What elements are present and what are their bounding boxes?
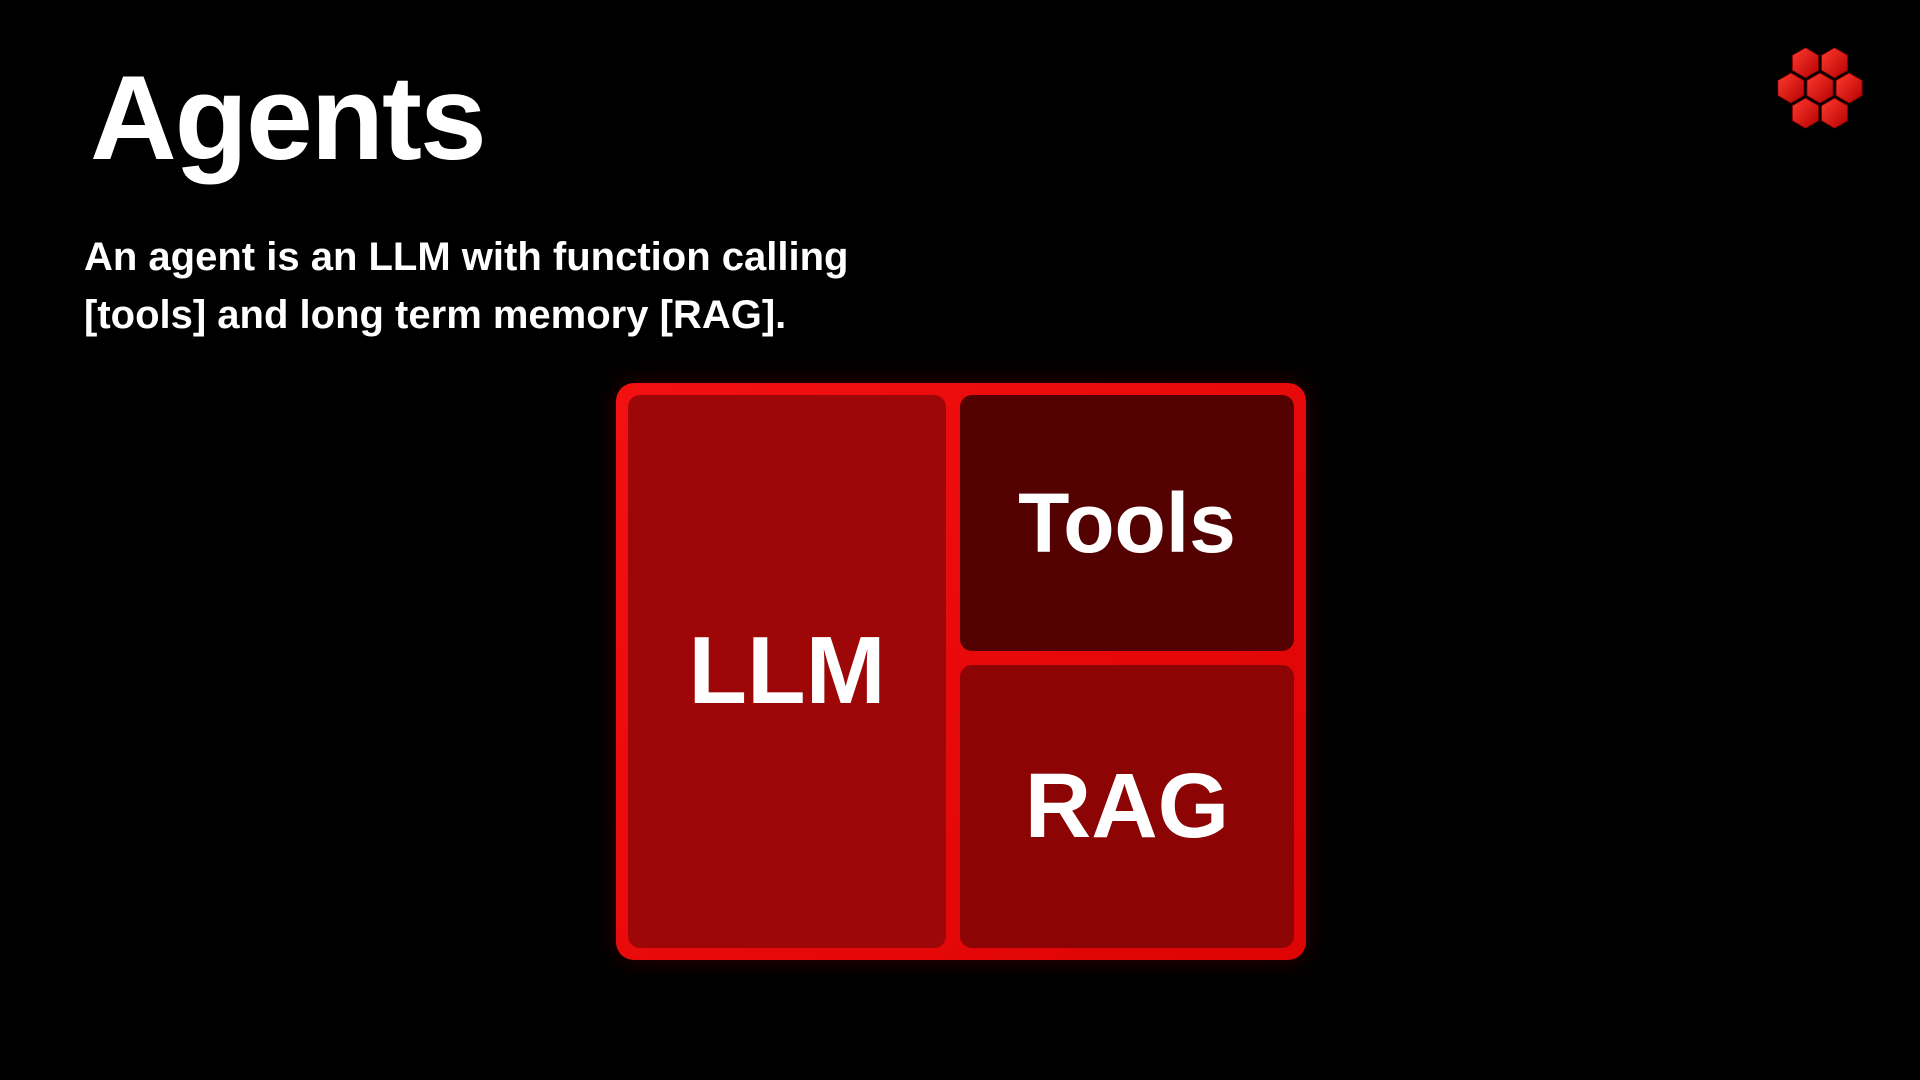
slide-subtitle: An agent is an LLM with function calling…: [84, 228, 848, 344]
hexagon-cluster-icon: [1777, 47, 1863, 129]
subtitle-line-1: An agent is an LLM with function calling: [84, 235, 849, 279]
llm-label: LLM: [688, 617, 886, 725]
rag-box: RAG: [960, 665, 1294, 948]
agent-diagram: LLM Tools RAG: [616, 383, 1306, 960]
hexagon-cluster-logo: [1760, 28, 1880, 148]
llm-box: LLM: [628, 395, 947, 948]
subtitle-line-2: [tools] and long term memory [RAG].: [84, 293, 787, 337]
tools-box: Tools: [960, 395, 1294, 652]
slide-title: Agents: [90, 51, 487, 185]
tools-label: Tools: [1018, 475, 1236, 570]
rag-label: RAG: [1024, 755, 1230, 857]
